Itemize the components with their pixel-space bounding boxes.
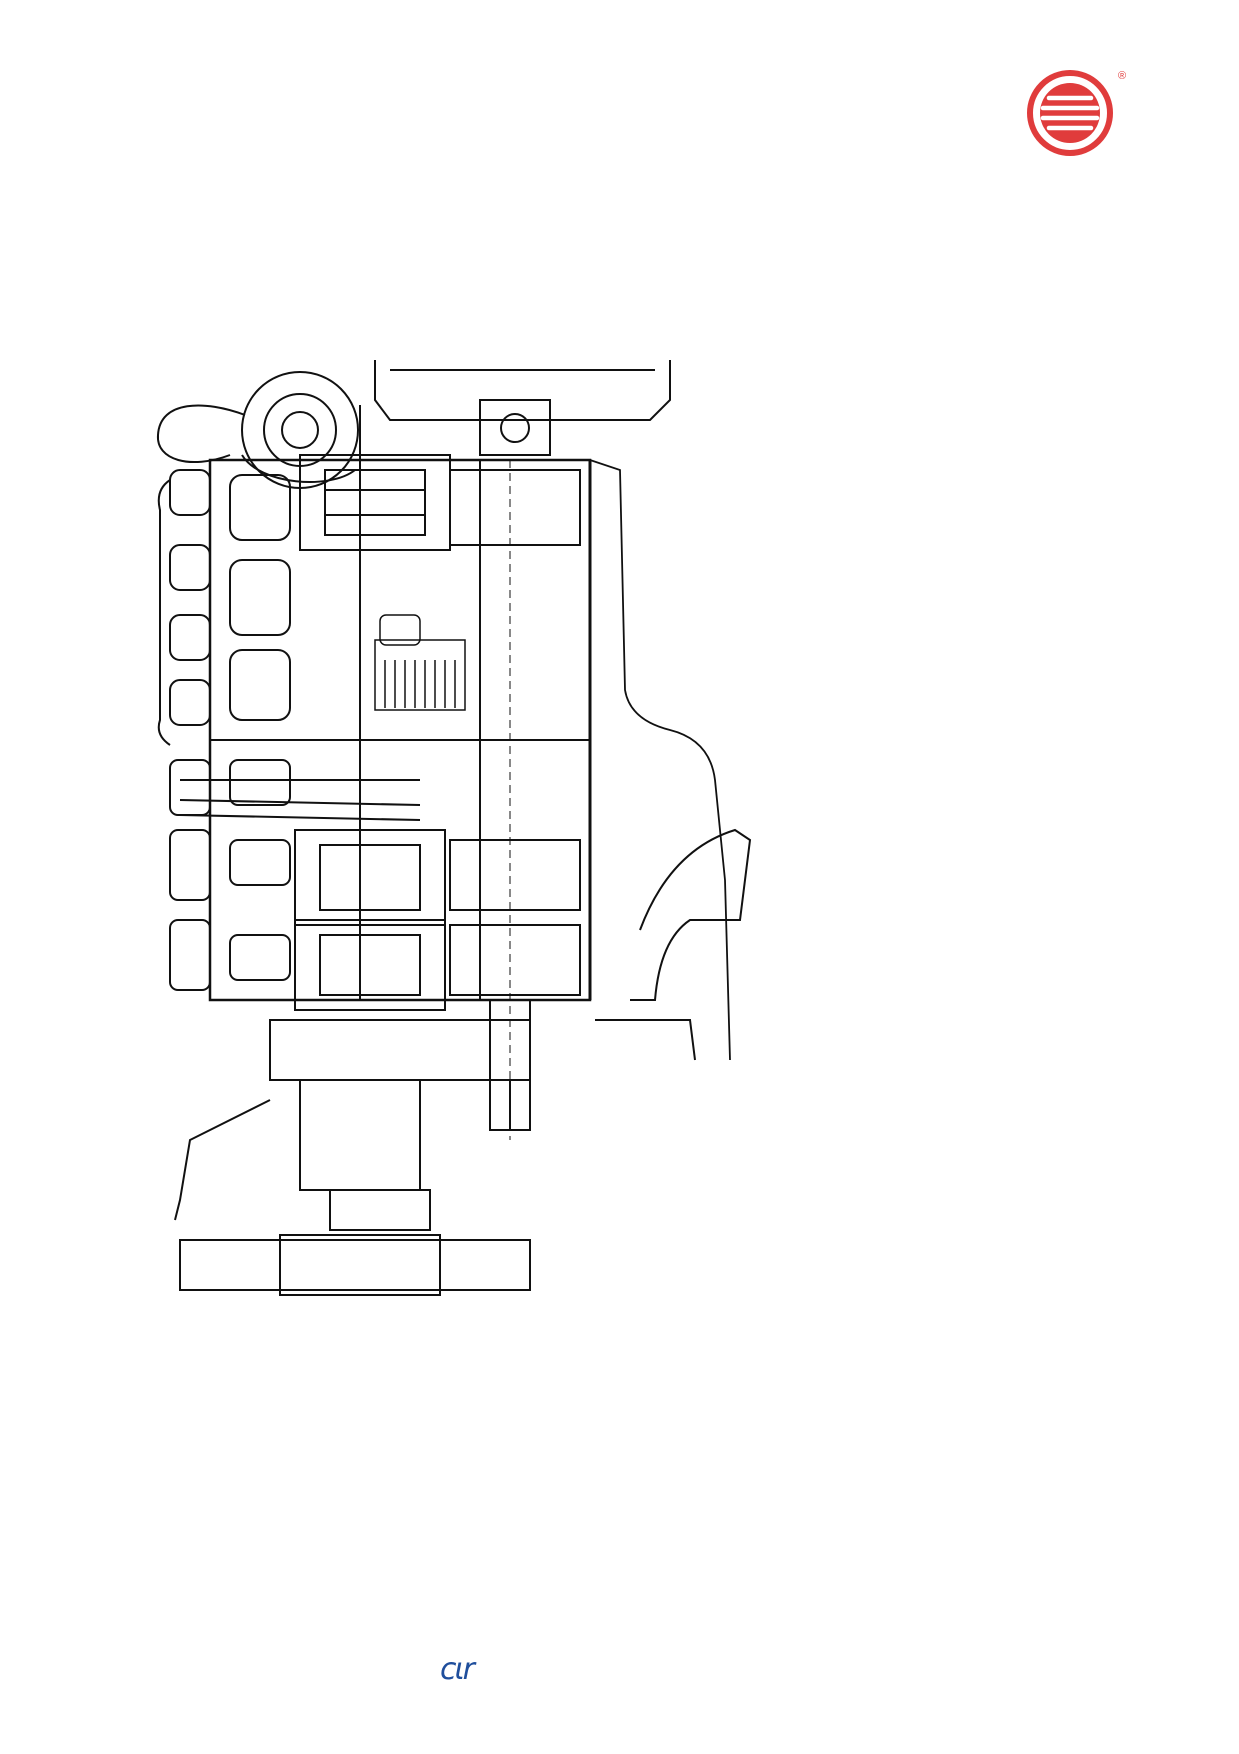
registered-mark: ® xyxy=(1118,70,1127,82)
engine-cross-section-drawing xyxy=(156,360,752,1296)
oil-cooler-icon xyxy=(374,614,466,711)
fan-hub-icon xyxy=(174,1019,531,1296)
cylinder-icon xyxy=(294,454,451,1011)
brand-logo-icon xyxy=(1027,70,1113,156)
footer-mark: cιr xyxy=(440,1652,475,1687)
exhaust-manifold-icon xyxy=(157,469,291,991)
crankshaft-icon xyxy=(449,460,581,1140)
top-cover-icon xyxy=(374,360,671,456)
oil-filter-icon xyxy=(630,828,752,1001)
